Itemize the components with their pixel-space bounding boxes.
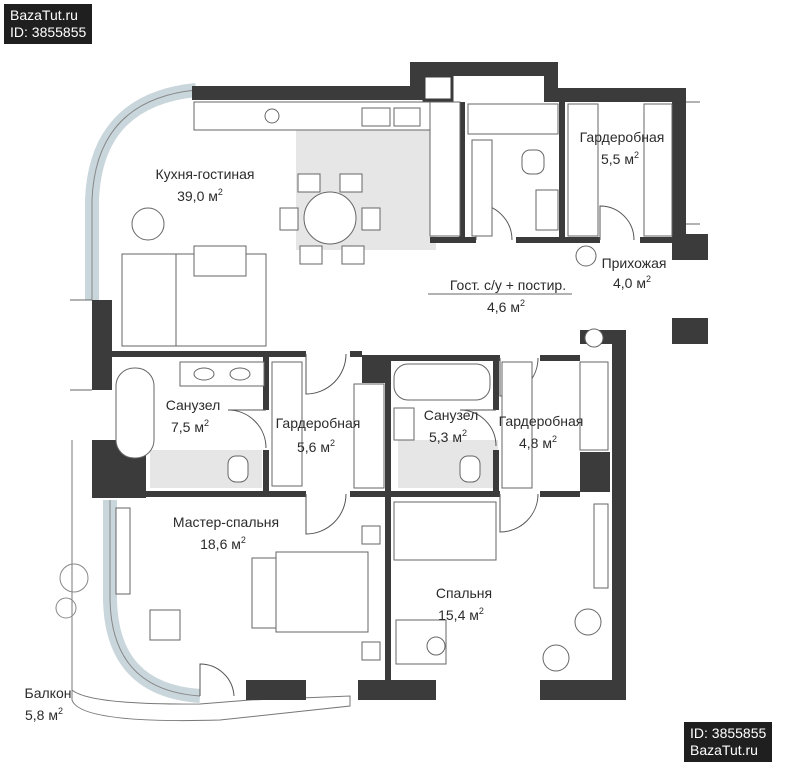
shower-guest [471, 139, 493, 237]
master-armchair [149, 609, 181, 641]
watermark-id: ID: 3855855 [10, 24, 87, 40]
svg-text:18,6 м2: 18,6 м2 [200, 535, 246, 552]
kitchen-column-cabinets [429, 101, 461, 237]
svg-text:15,4 м2: 15,4 м2 [438, 606, 484, 623]
tile-areas [150, 128, 498, 488]
second-bed [393, 501, 497, 561]
watermark-site: BazaTut.ru [10, 7, 78, 23]
watermark-bottom-right: ID: 3855855 BazaTut.ru [684, 722, 773, 762]
coffee-table [193, 245, 247, 277]
master-bed [275, 551, 369, 633]
watermark-top-left: BazaTut.ru ID: 3855855 [4, 4, 93, 44]
furniture [115, 101, 673, 672]
svg-text:5,5 м2: 5,5 м2 [601, 150, 639, 167]
balcony-outline [71, 440, 351, 722]
svg-text:4,0 м2: 4,0 м2 [613, 274, 651, 291]
watermark-site-2: BazaTut.ru [690, 742, 758, 758]
svg-text:5,3 м2: 5,3 м2 [429, 428, 467, 445]
label-wardrobe-top-area: 5,5 м [601, 151, 634, 167]
svg-text:4,6 м2: 4,6 м2 [487, 298, 525, 315]
label-wardrobe-master-area: 5,6 м [297, 439, 330, 455]
label-wardrobe-second-area: 4,8 м [519, 435, 552, 451]
label-balcony-area: 5,8 м [25, 707, 58, 723]
label-bedroom-name: Спальня [436, 585, 492, 601]
label-guest-wc-name: Гост. с/у + постир. [450, 277, 566, 293]
label-bath-master-area: 7,5 м [171, 419, 204, 435]
label-kitchen-name: Кухня-гостиная [155, 166, 254, 182]
wardrobe-master-left [271, 361, 303, 487]
label-bath-second-name: Санузел [424, 407, 479, 423]
wardrobe-second-right [579, 361, 609, 451]
svg-text:5,8 м2: 5,8 м2 [25, 706, 63, 723]
stove [361, 107, 391, 127]
svg-text:39,0 м2: 39,0 м2 [177, 187, 223, 204]
master-tv-console [115, 507, 131, 595]
wardrobe-second-left [501, 361, 533, 489]
watermark-id-2: ID: 3855855 [690, 725, 767, 741]
balcony-plant [59, 563, 89, 593]
plant-living [131, 207, 165, 241]
svg-text:7,5 м2: 7,5 м2 [171, 418, 209, 435]
label-wardrobe-second-name: Гардеробная [499, 413, 584, 429]
wall-bottom-left [246, 680, 306, 700]
label-bedroom-area: 15,4 м [438, 607, 479, 623]
sink [393, 107, 421, 127]
wall-top-right [544, 88, 686, 102]
label-master-bedroom-area: 18,6 м [200, 536, 241, 552]
wardrobe-top-left [567, 103, 599, 237]
bathtub-second [393, 363, 491, 401]
label-hallway-name: Прихожая [602, 255, 667, 271]
desk-chair [426, 636, 446, 656]
laundry-machines [467, 103, 559, 135]
wall-bottom-mid [358, 680, 436, 700]
wall-right-upper [672, 88, 686, 244]
wardrobe-master-right [353, 383, 385, 489]
toilet-guest [521, 149, 545, 175]
svg-text:5,6 м2: 5,6 м2 [297, 438, 335, 455]
double-sink [179, 361, 265, 387]
wall-left-upper [92, 300, 112, 390]
label-wardrobe-master-name: Гардеробная [276, 415, 361, 431]
plant-hall [584, 328, 604, 348]
sink-guest [535, 189, 559, 231]
armchair-second-a [574, 608, 602, 636]
toilet-second [459, 455, 481, 483]
toilet-master [227, 455, 249, 483]
label-bath-second-area: 5,3 м [429, 429, 462, 445]
wardrobe-top-right [643, 103, 673, 237]
label-master-bedroom-name: Мастер-спальня [173, 514, 279, 530]
plant-kitchen [264, 108, 280, 124]
label-guest-wc-area: 4,6 м [487, 299, 520, 315]
label-bath-master-name: Санузел [166, 397, 221, 413]
wall-right-lower [612, 330, 626, 700]
walls [92, 62, 708, 700]
wall-bottom-right [540, 680, 626, 700]
armchair-second-b [542, 644, 570, 672]
sink-second [393, 407, 415, 441]
hall-stool [575, 245, 597, 267]
bath-second-tile [398, 440, 498, 488]
svg-text:4,8 м2: 4,8 м2 [519, 434, 557, 451]
label-hallway-area: 4,0 м [613, 275, 646, 291]
interior-walls [112, 102, 676, 680]
label-balcony-name: Балкон [25, 685, 72, 701]
window-hatches [70, 101, 700, 391]
kitchen-counter [193, 101, 431, 131]
master-bench [251, 557, 277, 629]
label-wardrobe-top-name: Гардеробная [580, 129, 665, 145]
second-tv-console [593, 503, 609, 589]
room-labels: Кухня-гостиная 39,0 м2 Гардеробная 5,5 м… [25, 129, 667, 723]
wall-top-bump [410, 62, 558, 76]
dining-table [303, 191, 357, 245]
wall-top-left [192, 86, 416, 100]
label-kitchen-area: 39,0 м [177, 188, 218, 204]
bathtub-master [115, 367, 155, 459]
